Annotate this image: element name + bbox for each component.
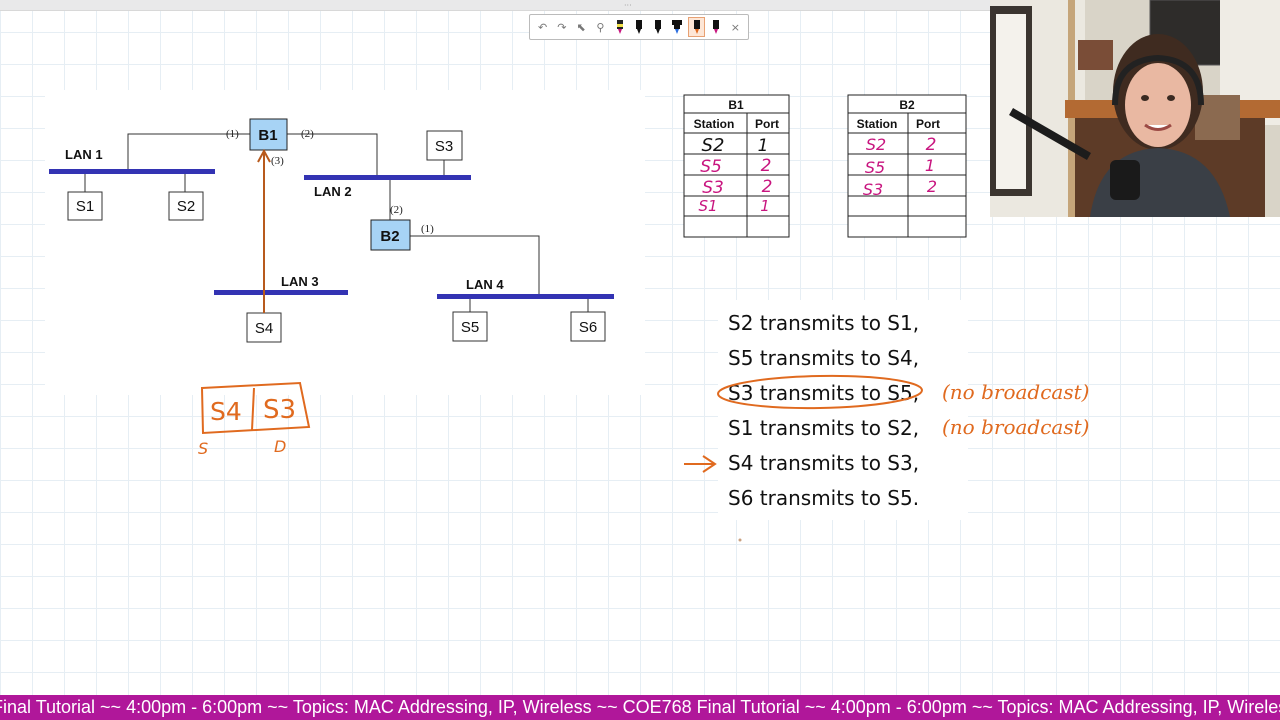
current-event-arrow-icon: [684, 455, 717, 473]
select-icon[interactable]: ⬉: [576, 20, 586, 34]
scrolling-ticker: Final Tutorial ~~ 4:00pm - 6:00pm ~~ Top…: [0, 695, 1280, 720]
table-b1-header-station: Station: [694, 117, 735, 131]
table-b2-r2-station: S5: [865, 158, 885, 177]
wire-b1-lan1: [127, 133, 250, 171]
table-b2-r3-station: S3: [863, 180, 883, 199]
table-b1-title: B1: [728, 98, 744, 112]
pen-black-icon[interactable]: [630, 17, 647, 37]
table-b2-header-port: Port: [916, 117, 940, 131]
window-top-bar: ···: [0, 0, 990, 11]
close-icon[interactable]: ×: [730, 20, 740, 34]
b1-port2-label: (2): [301, 128, 314, 140]
slide-background: [45, 90, 645, 395]
zoom-icon[interactable]: ⚲: [596, 20, 605, 34]
table-b1-r3-port: 2: [762, 177, 773, 197]
table-b1-r4-port: 1: [760, 197, 770, 215]
highlight-ellipse: [717, 374, 923, 410]
bridge-b1-label: B1: [258, 127, 277, 144]
table-b2: B2 Station Port S2 2 S5 1 S3 2: [847, 94, 967, 238]
whiteboard-canvas: LAN 1 LAN 2 LAN 3 LAN 4 B1 B2 (1) (2) (3…: [45, 90, 1090, 542]
note-no-broadcast-2: (no broadcast): [942, 415, 1089, 439]
wire-b2-lan4: [410, 235, 540, 296]
station-s5-label: S5: [461, 319, 479, 336]
pen-dot: [738, 538, 742, 542]
lan2-bar: [304, 175, 471, 180]
frame-s-label: S: [198, 439, 208, 458]
event-4: S1 transmits to S2,: [728, 416, 919, 440]
table-b2-title: B2: [899, 98, 915, 112]
station-s6[interactable]: S6: [570, 311, 606, 342]
table-b2-r3-port: 2: [927, 177, 937, 196]
station-s1[interactable]: S1: [67, 191, 103, 221]
bridge-b1[interactable]: B1: [249, 118, 288, 151]
station-s2[interactable]: S2: [168, 191, 204, 221]
station-s4[interactable]: S4: [246, 312, 282, 343]
event-3: S3 transmits to S5,: [728, 381, 919, 405]
table-b2-header-station: Station: [857, 117, 898, 131]
station-s6-label: S6: [579, 319, 597, 336]
event-6: S6 transmits to S5.: [728, 486, 919, 510]
table-b1-r1-station: S2: [702, 135, 725, 156]
table-b1-header-port: Port: [755, 117, 779, 131]
frame-path-arrow: [257, 148, 271, 313]
ticker-text: Final Tutorial ~~ 4:00pm - 6:00pm ~~ Top…: [0, 697, 1280, 717]
table-b2-r1-port: 2: [926, 135, 937, 155]
station-s4-label: S4: [255, 320, 273, 337]
bridge-b2[interactable]: B2: [370, 219, 411, 251]
slide-background-events: [718, 300, 968, 520]
pen-magenta-icon[interactable]: [707, 17, 724, 37]
lan1-label: LAN 1: [65, 147, 103, 162]
b2-port1-label: (1): [421, 223, 434, 235]
b1-port1-label: (1): [226, 128, 239, 140]
lan2-label: LAN 2: [314, 184, 352, 199]
wire-group: [84, 133, 589, 313]
b1-port3-label: (3): [271, 155, 284, 167]
bridge-b2-label: B2: [380, 228, 399, 245]
wire-b1-lan2: [287, 133, 378, 177]
table-b1: B1 Station Port S2 1 S5 2 S3 2 S1 1: [683, 94, 790, 238]
table-b2-r2-port: 1: [925, 156, 935, 175]
table-b1-r3-station: S3: [702, 178, 724, 198]
frame-box: [200, 381, 311, 435]
webcam-image: [990, 0, 1280, 217]
lan4-label: LAN 4: [466, 277, 504, 292]
table-b1-r2-station: S5: [700, 157, 722, 177]
pen-orange-icon[interactable]: [688, 17, 706, 37]
station-s2-label: S2: [177, 198, 195, 215]
lan4-bar: [437, 294, 614, 299]
drag-grip-icon[interactable]: ···: [624, 1, 632, 10]
highlighter-icon[interactable]: [611, 17, 628, 37]
lan3-bar: [214, 290, 348, 295]
pen-blue-icon[interactable]: [669, 17, 686, 37]
frame-src-label: S4: [210, 397, 242, 426]
b2-port2-label: (2): [390, 204, 403, 216]
webcam-overlay: [990, 0, 1280, 217]
table-b1-r1-port: 1: [758, 136, 769, 156]
station-s3[interactable]: S3: [426, 130, 463, 161]
lan1-bar: [49, 169, 215, 174]
lan3-label: LAN 3: [281, 274, 319, 289]
event-1: S2 transmits to S1,: [728, 311, 919, 335]
frame-d-label: D: [274, 437, 286, 456]
station-s1-label: S1: [76, 198, 94, 215]
note-no-broadcast-1: (no broadcast): [942, 380, 1089, 404]
annotation-toolbar: ↶ ↷ ⬉ ⚲ ×: [529, 14, 749, 40]
table-b1-r4-station: S1: [698, 197, 717, 215]
undo-icon[interactable]: ↶: [538, 20, 548, 34]
event-5: S4 transmits to S3,: [728, 451, 919, 475]
redo-icon[interactable]: ↷: [557, 20, 567, 34]
station-s5[interactable]: S5: [452, 311, 488, 342]
table-b2-r1-station: S2: [866, 135, 886, 154]
lan-bars: [49, 169, 614, 299]
event-2: S5 transmits to S4,: [728, 346, 919, 370]
table-b1-r2-port: 2: [761, 156, 772, 176]
frame-dst-label: S3: [263, 395, 296, 425]
station-s3-label: S3: [435, 138, 453, 155]
pen-black-2-icon[interactable]: [650, 17, 667, 37]
